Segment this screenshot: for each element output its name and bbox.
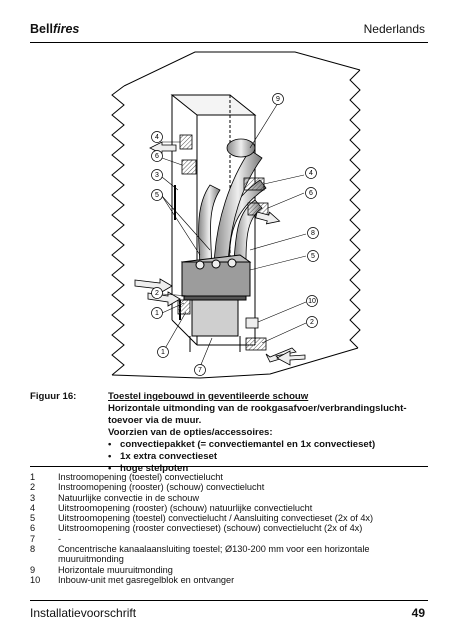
footer-title: Installatievoorschrift	[30, 606, 137, 620]
callout-circle	[306, 316, 318, 328]
legend-text: Uitstroomopening (rooster) (schouw) natu…	[58, 502, 313, 513]
legend-number: 7	[30, 533, 36, 544]
legend-text: Instroomopening (toestel) convectielucht	[58, 472, 223, 482]
brand-logo: Bellfires	[30, 22, 80, 36]
legend-rule	[30, 466, 428, 467]
callout-circle	[307, 250, 319, 262]
callout-markers: 9 4 6 3 5 4 6 8 5 2 1 10 2 1 7	[151, 93, 319, 376]
callout-number: 9	[276, 96, 280, 103]
callout-number: 2	[310, 319, 314, 326]
callout-circle	[151, 189, 163, 201]
legend-text: Inbouw-unit met gasregelblok en ontvange…	[58, 574, 235, 585]
callout-number: 4	[309, 170, 313, 177]
legend-number: 4	[30, 502, 36, 513]
legend-text: Uitstroomopening (rooster convectieset) …	[58, 523, 363, 534]
callout-number: 7	[198, 367, 202, 374]
legend-item: 4 Uitstroomopening (rooster) (schouw) nat…	[30, 503, 430, 513]
figure-title: Toestel ingebouwd in geventileerde schou…	[108, 391, 309, 402]
footer-rule	[30, 600, 428, 601]
legend-item: 3 Natuurlijke convectie in de schouw	[30, 493, 430, 503]
legend-text: Concentrische kanaalaansluiting toestel;…	[58, 544, 370, 555]
option-item: convectiepakket (= convectiemantel en 1x…	[108, 439, 428, 451]
header-rule	[30, 42, 428, 43]
callout-number: 6	[155, 153, 159, 160]
options-list: convectiepakket (= convectiemantel en 1x…	[108, 439, 428, 475]
callout-number: 4	[155, 134, 159, 141]
legend-item: 8 Concentrische kanaalaansluiting toestel…	[30, 544, 430, 554]
legend-text: Horizontale muuruitmonding	[58, 564, 173, 575]
wall-outline	[111, 51, 361, 379]
figure-line: Voorzien van de opties/accessoires:	[108, 427, 273, 438]
callout-circle	[194, 364, 206, 376]
legend-number: 6	[30, 523, 36, 534]
callout-leaders	[161, 102, 307, 368]
convection-ducts	[198, 138, 267, 266]
callout-circle	[151, 131, 163, 143]
callout-number: 3	[155, 172, 159, 179]
legend-item: 10 Inbouw-unit met gasregelblok en ontvan…	[30, 575, 430, 585]
legend-item: 9 Horizontale muuruitmonding	[30, 565, 430, 575]
lower-grilles	[177, 299, 267, 351]
legend-item: 6 Uitstroomopening (rooster convectieset)…	[30, 523, 430, 533]
legend-item: 1 Instroomopening (toestel) convectieluch…	[30, 472, 430, 482]
callout-circle	[306, 295, 318, 307]
language-label: Nederlands	[363, 22, 425, 36]
callout-circle	[157, 346, 169, 358]
figure-line: Horizontale uitmonding van de rookgasafv…	[108, 403, 407, 414]
figure-label: Figuur 16:	[30, 391, 77, 402]
legend-item: 2 Instroomopening (rooster) (schouw) conv…	[30, 482, 430, 492]
legend-number: 1	[30, 472, 36, 482]
legend-number: 10	[30, 574, 41, 585]
callout-number: 1	[155, 310, 159, 317]
legend-number: 2	[30, 482, 36, 493]
callout-number: 10	[308, 298, 316, 305]
callout-circle	[151, 169, 163, 181]
legend-item: 7-	[30, 534, 430, 544]
legend-list: 1 Instroomopening (toestel) convectieluch…	[30, 472, 430, 585]
callout-circle	[151, 150, 163, 162]
upper-grilles	[179, 134, 269, 216]
figure-line: toevoer via de muur.	[108, 415, 202, 426]
callout-circle	[305, 187, 317, 199]
callout-number: 6	[309, 190, 313, 197]
page-number: 49	[411, 606, 425, 620]
callout-circle	[151, 307, 163, 319]
legend-item: muuruitmonding	[30, 554, 430, 564]
callout-circle	[305, 167, 317, 179]
callout-number: 2	[155, 290, 159, 297]
legend-text: -	[58, 533, 62, 544]
legend-number: 3	[30, 492, 36, 503]
callout-number: 5	[155, 192, 159, 199]
callout-circle	[307, 227, 319, 239]
callout-number: 5	[311, 253, 315, 260]
option-item: hoge stelpoten	[108, 463, 428, 475]
callout-number: 8	[311, 230, 315, 237]
legend-text: muuruitmonding	[58, 554, 124, 565]
callout-circle	[272, 93, 284, 105]
installation-diagram: 9 4 6 3 5 4 6 8 5 2 1 10 2 1 7	[111, 51, 361, 379]
legend-item: 5 Uitstroomopening (toestel) convectieluc…	[30, 513, 430, 523]
legend-number: 9	[30, 564, 36, 575]
legend-number: 5	[30, 513, 36, 524]
fireplace-appliance	[180, 254, 252, 352]
legend-text: Uitstroomopening (toestel) convectieluch…	[58, 513, 374, 524]
callout-number: 1	[161, 349, 165, 356]
legend-text: Instroomopening (rooster) (schouw) conve…	[58, 482, 265, 493]
option-item: 1x extra convectieset	[108, 451, 428, 463]
callout-circle	[151, 287, 163, 299]
legend-text: Natuurlijke convectie in de schouw	[58, 492, 199, 503]
legend-number: 8	[30, 544, 36, 555]
